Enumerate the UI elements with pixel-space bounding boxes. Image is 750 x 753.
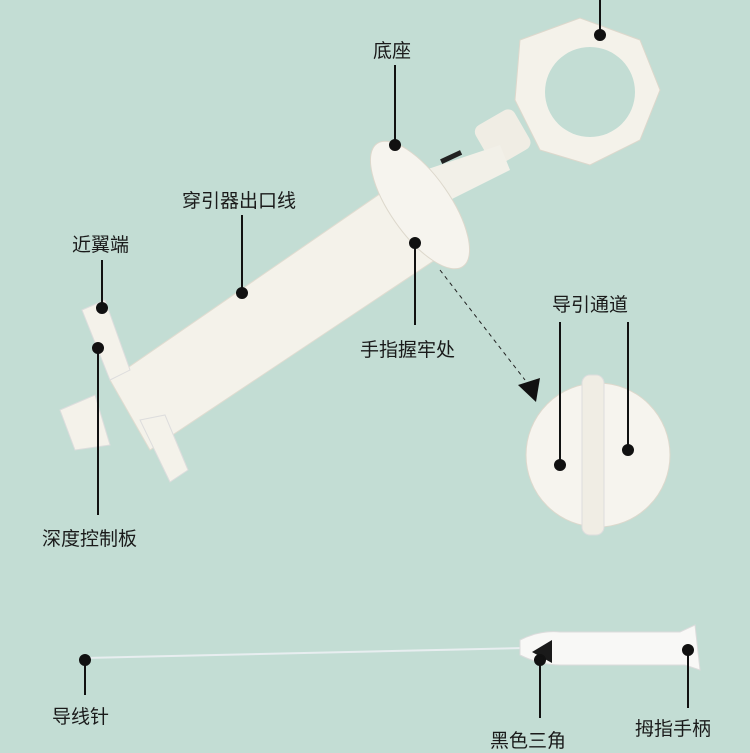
label-near-wing-end: 近翼端: [72, 234, 130, 256]
label-depth-control-plate: 深度控制板: [42, 528, 138, 550]
label-base: 底座: [373, 40, 412, 62]
label-finger-grip: 手指握牢处: [360, 339, 456, 361]
guide-channel-view: [525, 374, 671, 536]
black-triangle: [532, 640, 552, 663]
base-disc: [369, 140, 471, 270]
arrow-head: [518, 378, 540, 402]
label-guide-needle: 导线针: [52, 706, 110, 728]
guide-needle: [84, 624, 701, 671]
label-black-triangle: 黑色三角: [490, 730, 567, 752]
label-guide-channel: 导引通道: [552, 294, 629, 316]
label-threader-exit-line: 穿引器出口线: [182, 190, 297, 212]
label-thumb-handle: 拇指手柄: [635, 718, 712, 740]
leader-lines: [79, 0, 694, 718]
